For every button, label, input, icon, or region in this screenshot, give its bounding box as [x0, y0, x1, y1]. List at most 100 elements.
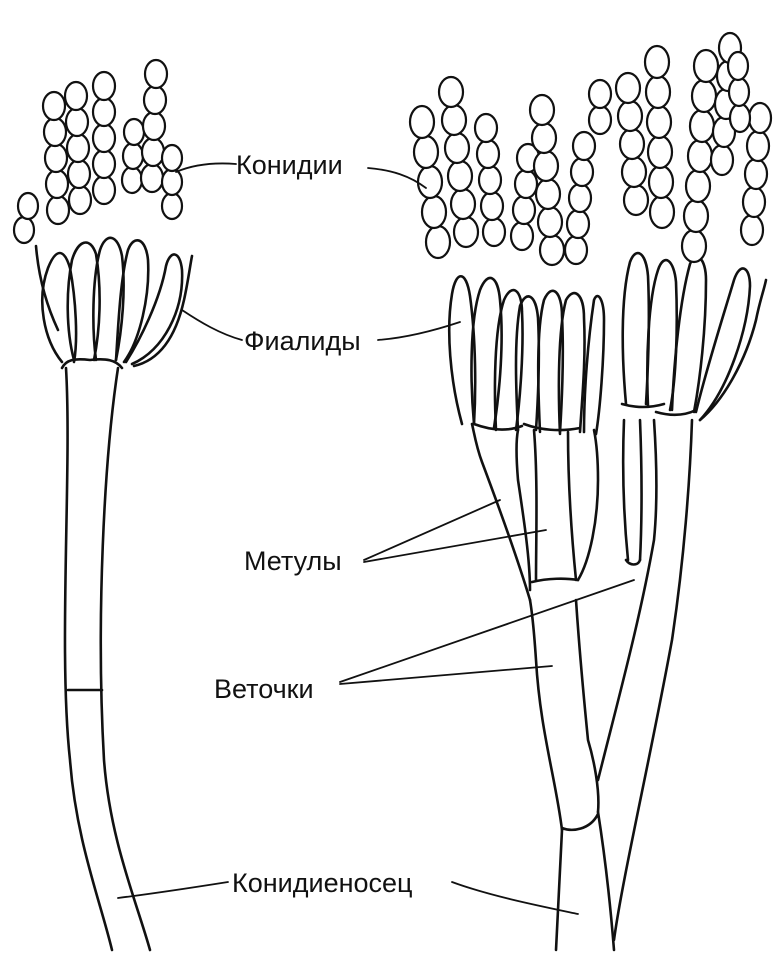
conidium [123, 143, 143, 169]
conidium [649, 166, 673, 198]
conidium [47, 196, 69, 224]
conidium [144, 86, 166, 114]
conidium [645, 46, 669, 78]
conidium [565, 236, 587, 264]
conidium [414, 136, 438, 168]
conidium [475, 114, 497, 142]
conidium [93, 72, 115, 100]
conidium [145, 60, 167, 88]
conidium [589, 106, 611, 134]
conidium [418, 166, 442, 198]
label-phialides-group: Фиалиды [182, 310, 460, 356]
conidium [451, 189, 475, 219]
label-phialides: Фиалиды [244, 326, 361, 356]
conidium [162, 193, 182, 219]
conidium [573, 132, 595, 160]
conidium [694, 50, 718, 82]
conidium [442, 105, 466, 135]
conidium [46, 170, 68, 198]
conidium [692, 80, 716, 112]
conidium [162, 169, 182, 195]
conidium [68, 160, 90, 188]
conidium [648, 136, 672, 168]
conidium [481, 192, 503, 220]
conidium [711, 145, 733, 175]
conidium [624, 185, 648, 215]
conidium [743, 187, 765, 217]
conidium [745, 159, 767, 189]
conidium [69, 186, 91, 214]
conidium [426, 226, 450, 258]
label-conidiophore-group: Конидиеносец [118, 868, 578, 914]
conidium [122, 167, 142, 193]
conidium [620, 129, 644, 159]
conidium [44, 118, 66, 146]
conidium [93, 98, 115, 126]
conidium [749, 103, 771, 133]
conidium [650, 196, 674, 228]
conidium [686, 170, 710, 202]
label-metulae: Метулы [244, 546, 342, 576]
conidium [515, 170, 537, 198]
conidium [616, 73, 640, 103]
right-conidiophore [472, 404, 696, 950]
conidium [536, 179, 560, 209]
conidium [540, 235, 564, 265]
conidium [93, 124, 115, 152]
conidium [589, 80, 611, 108]
conidium [448, 161, 472, 191]
conidium [422, 196, 446, 228]
conidium [538, 207, 562, 237]
conidium [483, 218, 505, 246]
left-conidiophore [62, 359, 150, 950]
conidium [477, 140, 499, 168]
conidium [747, 131, 769, 161]
label-branches-group: Веточки [214, 580, 634, 704]
conidium [66, 108, 88, 136]
conidium [728, 52, 748, 80]
label-branches: Веточки [214, 674, 314, 704]
conidium [622, 157, 646, 187]
conidium [569, 184, 591, 212]
conidium [532, 123, 556, 153]
left-phialides [36, 238, 192, 366]
conidium [646, 76, 670, 108]
label-conidia-group: Конидии [176, 150, 426, 188]
conidium [124, 119, 144, 145]
conidium [93, 150, 115, 178]
conidium [684, 200, 708, 232]
left-conidia [14, 60, 182, 243]
right-phialides [449, 253, 766, 434]
conidium [571, 158, 593, 186]
conidium [534, 151, 558, 181]
conidium [479, 166, 501, 194]
conidium [682, 230, 706, 262]
conidium [454, 217, 478, 247]
conidium [18, 193, 38, 219]
conidium [688, 140, 712, 172]
conidium [513, 196, 535, 224]
conidium [93, 176, 115, 204]
conidium [143, 112, 165, 140]
conidium [445, 133, 469, 163]
conidium [162, 145, 182, 171]
conidium [618, 101, 642, 131]
conidium [567, 210, 589, 238]
conidium [141, 164, 163, 192]
label-conidiophore: Конидиеносец [232, 868, 413, 898]
label-conidia: Конидии [236, 150, 343, 180]
conidium [142, 138, 164, 166]
conidium [511, 222, 533, 250]
conidium [647, 106, 671, 138]
conidium [45, 144, 67, 172]
conidium [43, 92, 65, 120]
conidium [741, 215, 763, 245]
conidium [690, 110, 714, 142]
conidium [67, 134, 89, 162]
conidium [65, 82, 87, 110]
right-conidia [410, 33, 771, 265]
conidium [410, 106, 434, 138]
conidium [730, 104, 750, 132]
